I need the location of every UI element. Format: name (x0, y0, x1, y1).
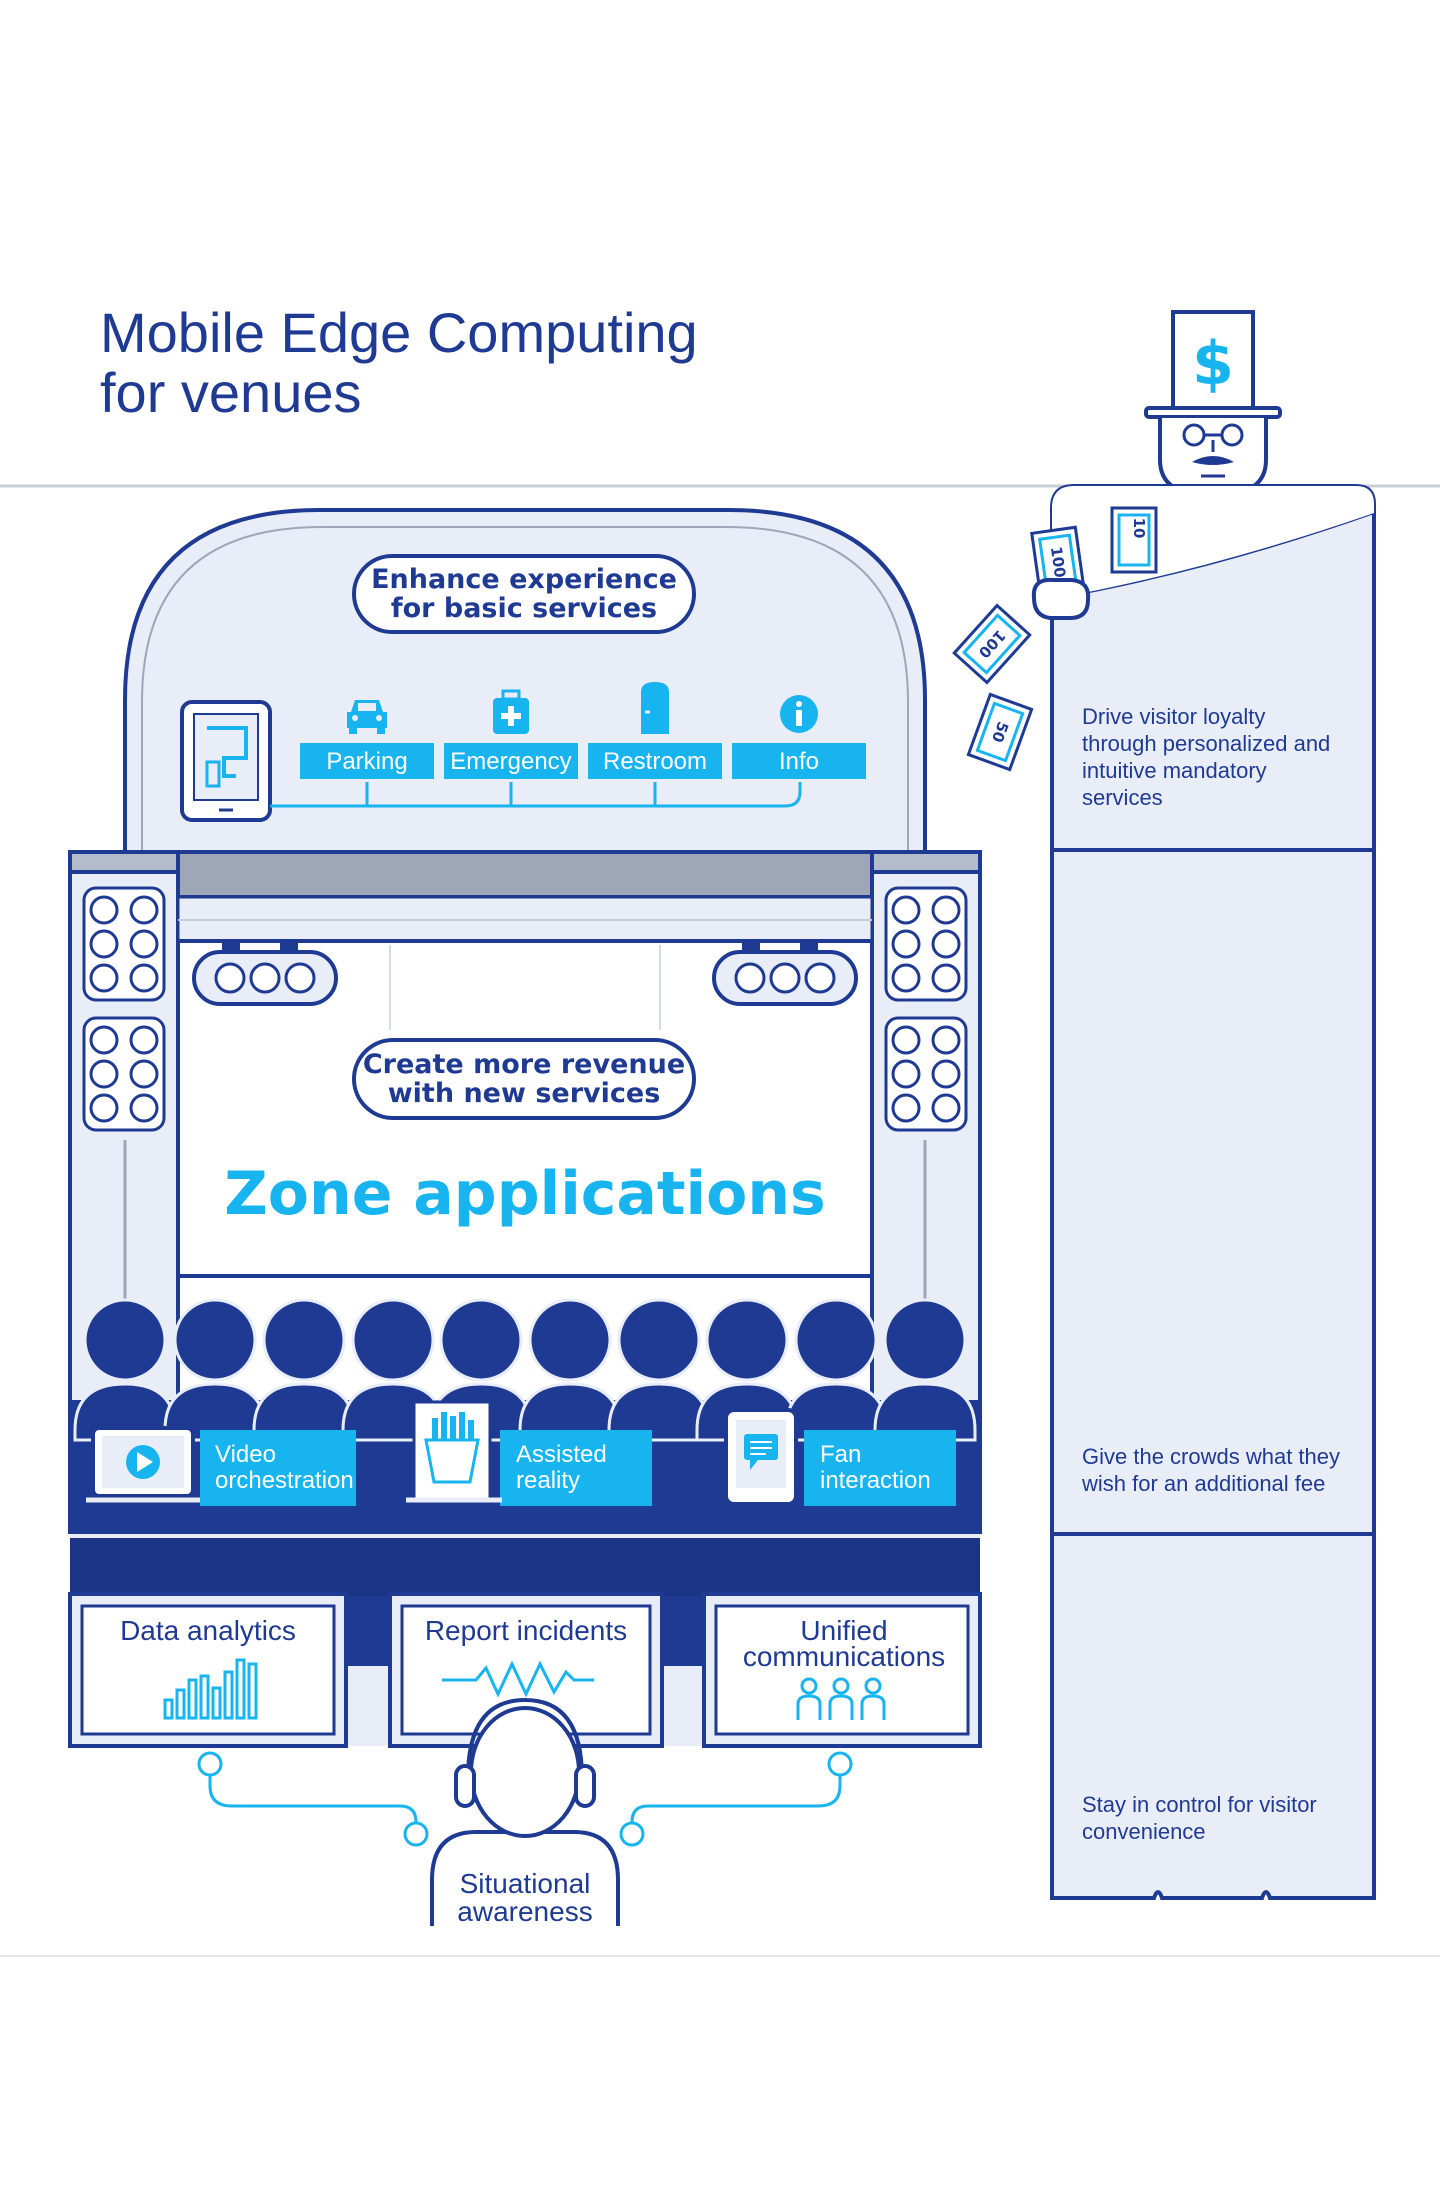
services-connector (270, 782, 802, 808)
dollar-icon: $ (1192, 329, 1234, 399)
people-group-icon (796, 1677, 886, 1720)
pulse-line-icon (442, 1660, 594, 1698)
speaker-stack-left (82, 886, 166, 1132)
panel-data-analytics[interactable]: Data analytics (68, 1592, 348, 1748)
bill-label: 10 (1130, 518, 1148, 539)
restroom-icon (641, 682, 669, 734)
crowd-app-fan-interaction[interactable]: Fan interaction (724, 1408, 956, 1506)
revenue-pill-line-1: Create more revenue (363, 1049, 685, 1080)
operator-label-line-2: awareness (457, 1896, 592, 1927)
crowd-person-head (262, 1298, 346, 1382)
panel-unified-title-line-1: Unified (800, 1615, 887, 1646)
crowd-app-assisted-reality[interactable]: Assisted reality (406, 1400, 652, 1506)
page-title: Mobile Edge Computing for venues (100, 301, 698, 424)
crowd-person-body (873, 1382, 977, 1442)
side-fee-line-1: Give the crowds what they (1082, 1444, 1340, 1469)
first-aid-kit-icon (493, 689, 529, 734)
crowd-person-head (351, 1298, 435, 1382)
panel-unified-title-line-2: communications (743, 1641, 945, 1672)
service-parking-label: Parking (326, 748, 407, 775)
services-pill: Enhance experience for basic services (352, 554, 696, 634)
side-control-line-1: Stay in control for visitor (1082, 1792, 1317, 1817)
chat-tablet-icon (724, 1408, 798, 1506)
panel-report-incidents[interactable]: Report incidents (388, 1592, 664, 1748)
zone-applications-title: Zone applications (224, 1159, 826, 1229)
title-line-2: for venues (100, 361, 362, 424)
side-text-fee: Give the crowds what they wish for an ad… (1081, 1444, 1340, 1496)
info-icon (780, 695, 818, 733)
service-emergency[interactable]: Emergency (444, 689, 578, 779)
bar-chart-icon (163, 1658, 258, 1720)
crowd-person-head (528, 1298, 612, 1382)
stage-light-left (192, 941, 338, 1006)
services-pill-line-1: Enhance experience (371, 564, 677, 595)
services-pill-line-2: for basic services (391, 593, 657, 624)
operator: Situational awareness (197, 1697, 853, 1927)
side-loyalty-line-3: intuitive mandatory (1082, 758, 1267, 783)
crowd-app-video-line-2: orchestration (215, 1467, 354, 1494)
crowd-app-ar-line-2: reality (516, 1467, 580, 1494)
crowd-person-head (617, 1298, 701, 1382)
crowd-app-video-line-1: Video (215, 1441, 276, 1468)
crowd-app-fan-line-2: interaction (820, 1467, 931, 1494)
crowd-app-video[interactable]: Video orchestration (86, 1426, 356, 1506)
service-emergency-label: Emergency (450, 748, 571, 775)
side-loyalty-line-4: services (1082, 785, 1163, 810)
fries-icon (406, 1400, 502, 1503)
stage: Create more revenue with new services Zo… (68, 850, 982, 1534)
speaker-stack-right (884, 886, 968, 1132)
side-loyalty-line-2: through personalized and (1082, 731, 1330, 756)
crowd-app-ar-line-1: Assisted (516, 1441, 607, 1468)
crowd-person-head (705, 1298, 789, 1382)
panel-data-analytics-title: Data analytics (120, 1615, 296, 1646)
panel-unified-communications[interactable]: Unified communications (702, 1592, 982, 1748)
service-restroom-label: Restroom (603, 748, 707, 775)
service-restroom[interactable]: Restroom (588, 682, 722, 779)
crowd-person-head (883, 1298, 967, 1382)
crowd-person-head (439, 1298, 523, 1382)
stage-light-right (712, 941, 858, 1006)
operator-label-line-1: Situational (460, 1868, 591, 1899)
basic-services-arch: Enhance experience for basic services Pa… (123, 508, 927, 857)
car-icon (347, 700, 387, 734)
revenue-pill: Create more revenue with new services (352, 1038, 696, 1120)
title-line-1: Mobile Edge Computing (100, 301, 698, 364)
hand-icon (1031, 577, 1091, 620)
service-info[interactable]: Info (732, 695, 866, 779)
panel-report-incidents-title: Report incidents (425, 1615, 627, 1646)
venue-app-tablet-icon (180, 700, 272, 822)
service-parking[interactable]: Parking (300, 700, 434, 779)
bill-label: 100 (1047, 545, 1069, 579)
monocle-icon (1182, 423, 1206, 447)
side-text-loyalty: Drive visitor loyalty through personaliz… (1082, 704, 1330, 810)
crowd-person-head (173, 1298, 257, 1382)
operator-person: Situational awareness (430, 1697, 620, 1927)
crowd-person-head (794, 1298, 878, 1382)
headset-icon (454, 1764, 476, 1808)
side-control-line-2: convenience (1082, 1819, 1206, 1844)
side-text-control: Stay in control for visitor convenience (1082, 1792, 1317, 1844)
side-loyalty-line-1: Drive visitor loyalty (1082, 704, 1265, 729)
money-bills: 10 100 100 50 (952, 506, 1158, 772)
service-info-label: Info (779, 748, 819, 775)
crowd-person-head (83, 1298, 167, 1382)
revenue-pill-line-2: with new services (388, 1078, 661, 1109)
side-column (1050, 484, 1376, 1900)
crowd-app-fan-line-1: Fan (820, 1441, 861, 1468)
venue-owner-character: $ (1144, 310, 1282, 499)
video-play-icon (86, 1426, 200, 1503)
side-fee-line-2: wish for an additional fee (1081, 1471, 1325, 1496)
